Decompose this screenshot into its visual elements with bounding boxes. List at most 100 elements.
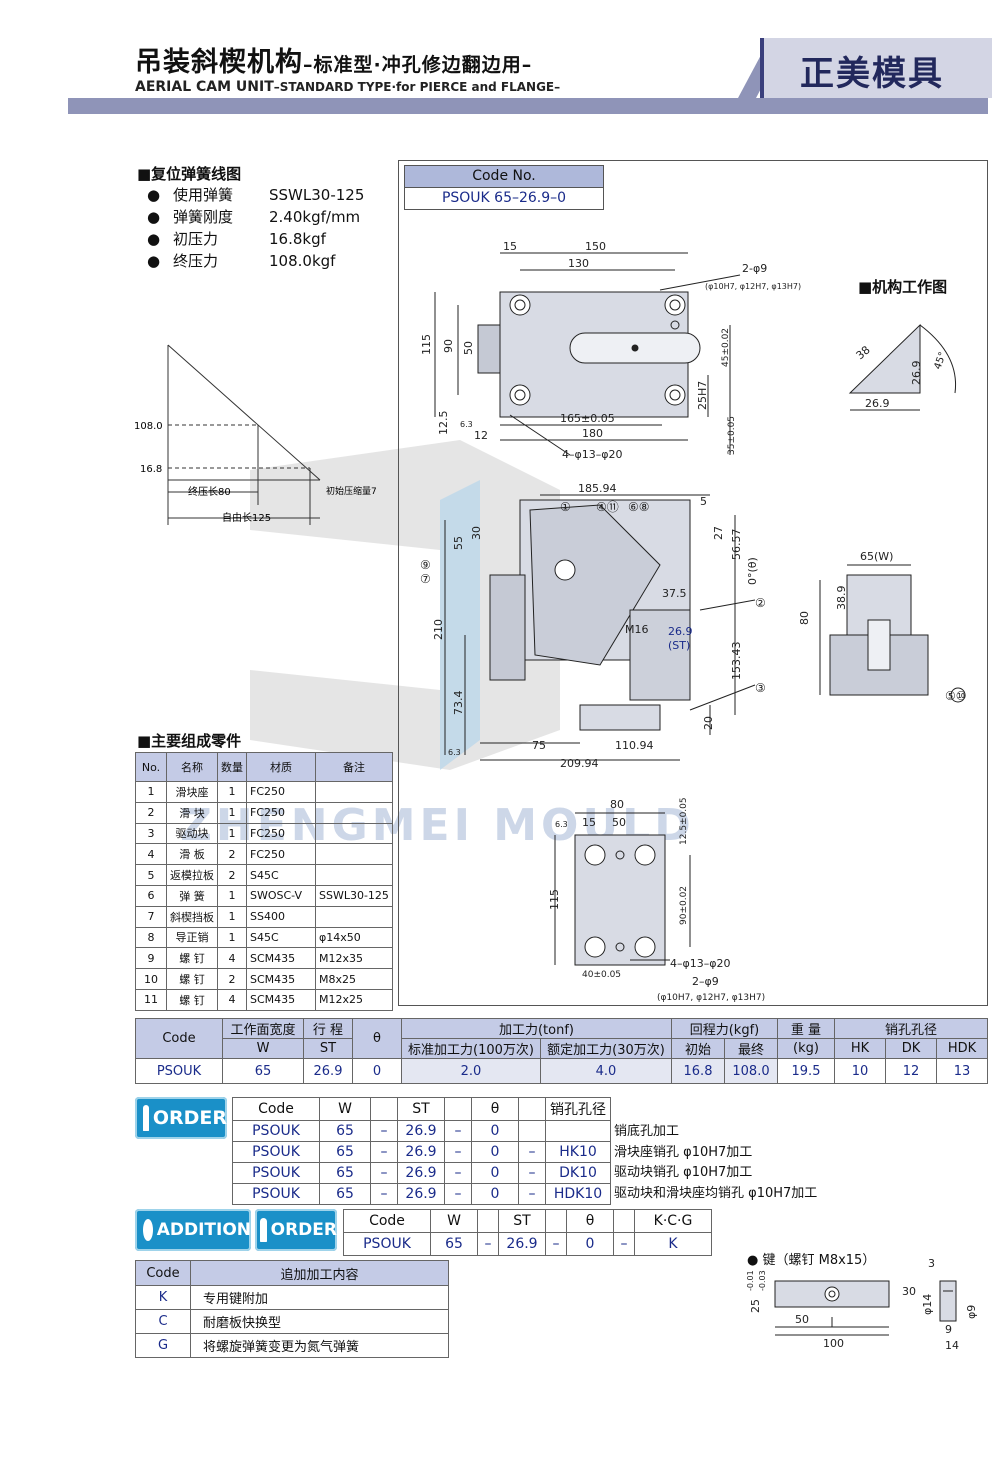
dim-top-165: 165±0.05 bbox=[560, 412, 615, 425]
phone-icon bbox=[260, 1218, 267, 1242]
order-desc: 驱动块销孔 φ10H7加工 bbox=[614, 1165, 753, 1180]
key-dim-25: 25 bbox=[749, 1299, 762, 1313]
key-dim-tol2: -0.03 bbox=[758, 1270, 767, 1291]
parts-col-no: No. bbox=[135, 752, 167, 782]
graph-y-16: 16.8 bbox=[140, 464, 162, 475]
part-qty: 1 bbox=[217, 905, 247, 928]
graph-label-final: 终压长80 bbox=[188, 485, 231, 498]
order-st: 26.9 bbox=[397, 1162, 445, 1184]
part-note bbox=[315, 822, 393, 845]
mechanism-section-title: ■机构工作图 bbox=[858, 278, 948, 296]
plus-icon bbox=[143, 1219, 153, 1241]
add-h-st: ST bbox=[498, 1209, 546, 1233]
dim-side-st-label: (ST) bbox=[668, 639, 690, 652]
part-qty: 1 bbox=[217, 801, 247, 824]
dim-side-theta: 0°(θ) bbox=[746, 557, 759, 585]
kcg-code: C bbox=[135, 1309, 191, 1334]
order-h-pin: 销孔孔径 bbox=[545, 1097, 611, 1121]
order-desc: 销底孔加工 bbox=[614, 1124, 680, 1139]
addition-order-button[interactable]: ORDER bbox=[255, 1209, 337, 1251]
part-name: 滑 板 bbox=[166, 843, 218, 866]
dim-top-12-5: 12.5 bbox=[437, 411, 450, 436]
header-bar bbox=[68, 98, 988, 114]
part-material: S45C bbox=[246, 926, 316, 949]
key-dim-phi9: φ9 bbox=[965, 1305, 978, 1319]
dash: – bbox=[444, 1141, 472, 1163]
add-kcg: K bbox=[634, 1232, 712, 1256]
dim-bottom-115: 115 bbox=[548, 889, 561, 910]
kcg-desc: 耐磨板快换型 bbox=[190, 1309, 449, 1334]
part-qty: 2 bbox=[217, 968, 247, 990]
dash: – bbox=[518, 1162, 546, 1184]
add-theta: 0 bbox=[566, 1232, 614, 1256]
dim-angle-26-9-h: 26.9 bbox=[865, 397, 890, 410]
order-h-st: ST bbox=[397, 1097, 445, 1121]
spec-h-return: 回程力(kgf) bbox=[671, 1018, 778, 1039]
dim-bottom-40: 40±0.05 bbox=[582, 970, 621, 980]
spec-h-weight-unit: (kg) bbox=[777, 1038, 835, 1059]
part-name: 螺 钉 bbox=[166, 988, 218, 1011]
part-name: 弹 簧 bbox=[166, 884, 218, 907]
spec-hdk: 13 bbox=[936, 1058, 988, 1084]
spec-h-pin: 销孔孔径 bbox=[834, 1018, 988, 1039]
part-name: 驱动块 bbox=[166, 822, 218, 845]
order-button[interactable]: ORDER bbox=[135, 1097, 227, 1139]
key-drawing: 3 25 -0.01 -0.03 30 φ14 9 φ9 14 50 100 bbox=[746, 1257, 978, 1352]
spec-h-weight: 重 量 bbox=[777, 1018, 835, 1039]
part-material: FC250 bbox=[246, 822, 316, 845]
key-dim-tol1: -0.01 bbox=[746, 1270, 755, 1291]
dim-top-50: 50 bbox=[462, 341, 475, 355]
part-qty: 1 bbox=[217, 884, 247, 907]
part-note: M12x35 bbox=[315, 947, 393, 970]
dim-top-45: 45±0.02 bbox=[721, 328, 731, 367]
part-note bbox=[315, 843, 393, 866]
order-pin: HDK10 bbox=[545, 1183, 611, 1205]
spec-h-width: 工作面宽度 bbox=[222, 1018, 304, 1039]
part-no: 6 bbox=[135, 884, 167, 907]
parts-table-header: No. 名称 数量 材质 备注 bbox=[135, 752, 393, 782]
spec-h-return-init: 初始 bbox=[671, 1038, 725, 1059]
addition-order-table: Code W ST θ K·C·G PSOUK 65 – 26.9 – 0 – … bbox=[343, 1209, 712, 1256]
key-dim-30: 30 bbox=[902, 1285, 916, 1298]
spec-st: 26.9 bbox=[303, 1058, 353, 1084]
dim-side-55: 55 bbox=[452, 536, 465, 550]
dim-top-25h7: 25H7 bbox=[696, 381, 709, 410]
dim-top-12: 12 bbox=[474, 429, 488, 442]
dim-front-65w: 65(W) bbox=[860, 550, 893, 563]
part-no: 8 bbox=[135, 926, 167, 949]
parts-col-qty: 数量 bbox=[217, 752, 247, 782]
part-name: 导正销 bbox=[166, 926, 218, 949]
spring-graph: 108.0 16.8 终压长80 初始压缩量7 自由长125 bbox=[134, 344, 377, 525]
dim-bottom-12-5: 12.5±0.05 bbox=[679, 797, 689, 845]
part-note bbox=[315, 864, 393, 886]
part-material: SS400 bbox=[246, 905, 316, 928]
key-title: ● 键（螺钉 M8x15） bbox=[747, 1253, 876, 1268]
dim-top-115: 115 bbox=[420, 334, 433, 355]
order-w: 65 bbox=[319, 1183, 371, 1205]
part-no: 10 bbox=[135, 968, 167, 990]
add-code: PSOUK bbox=[343, 1232, 431, 1256]
part-name: 滑 块 bbox=[166, 801, 218, 824]
technical-drawing: 15 150 130 2-φ9 (φ10H7, φ12H7, φ13H7) 11… bbox=[420, 240, 967, 1003]
order-code: PSOUK bbox=[232, 1162, 320, 1184]
key-dim-3: 3 bbox=[928, 1257, 935, 1270]
part-qty: 4 bbox=[217, 947, 247, 970]
key-dim-9: 9 bbox=[945, 1323, 952, 1336]
balloon-4-11: ④⑪ bbox=[596, 500, 619, 514]
addition-button[interactable]: ADDITION bbox=[135, 1209, 251, 1251]
spec-force-std: 2.0 bbox=[401, 1058, 541, 1084]
order-h-theta: θ bbox=[471, 1097, 519, 1121]
order-w: 65 bbox=[319, 1120, 371, 1142]
part-no: 5 bbox=[135, 864, 167, 886]
